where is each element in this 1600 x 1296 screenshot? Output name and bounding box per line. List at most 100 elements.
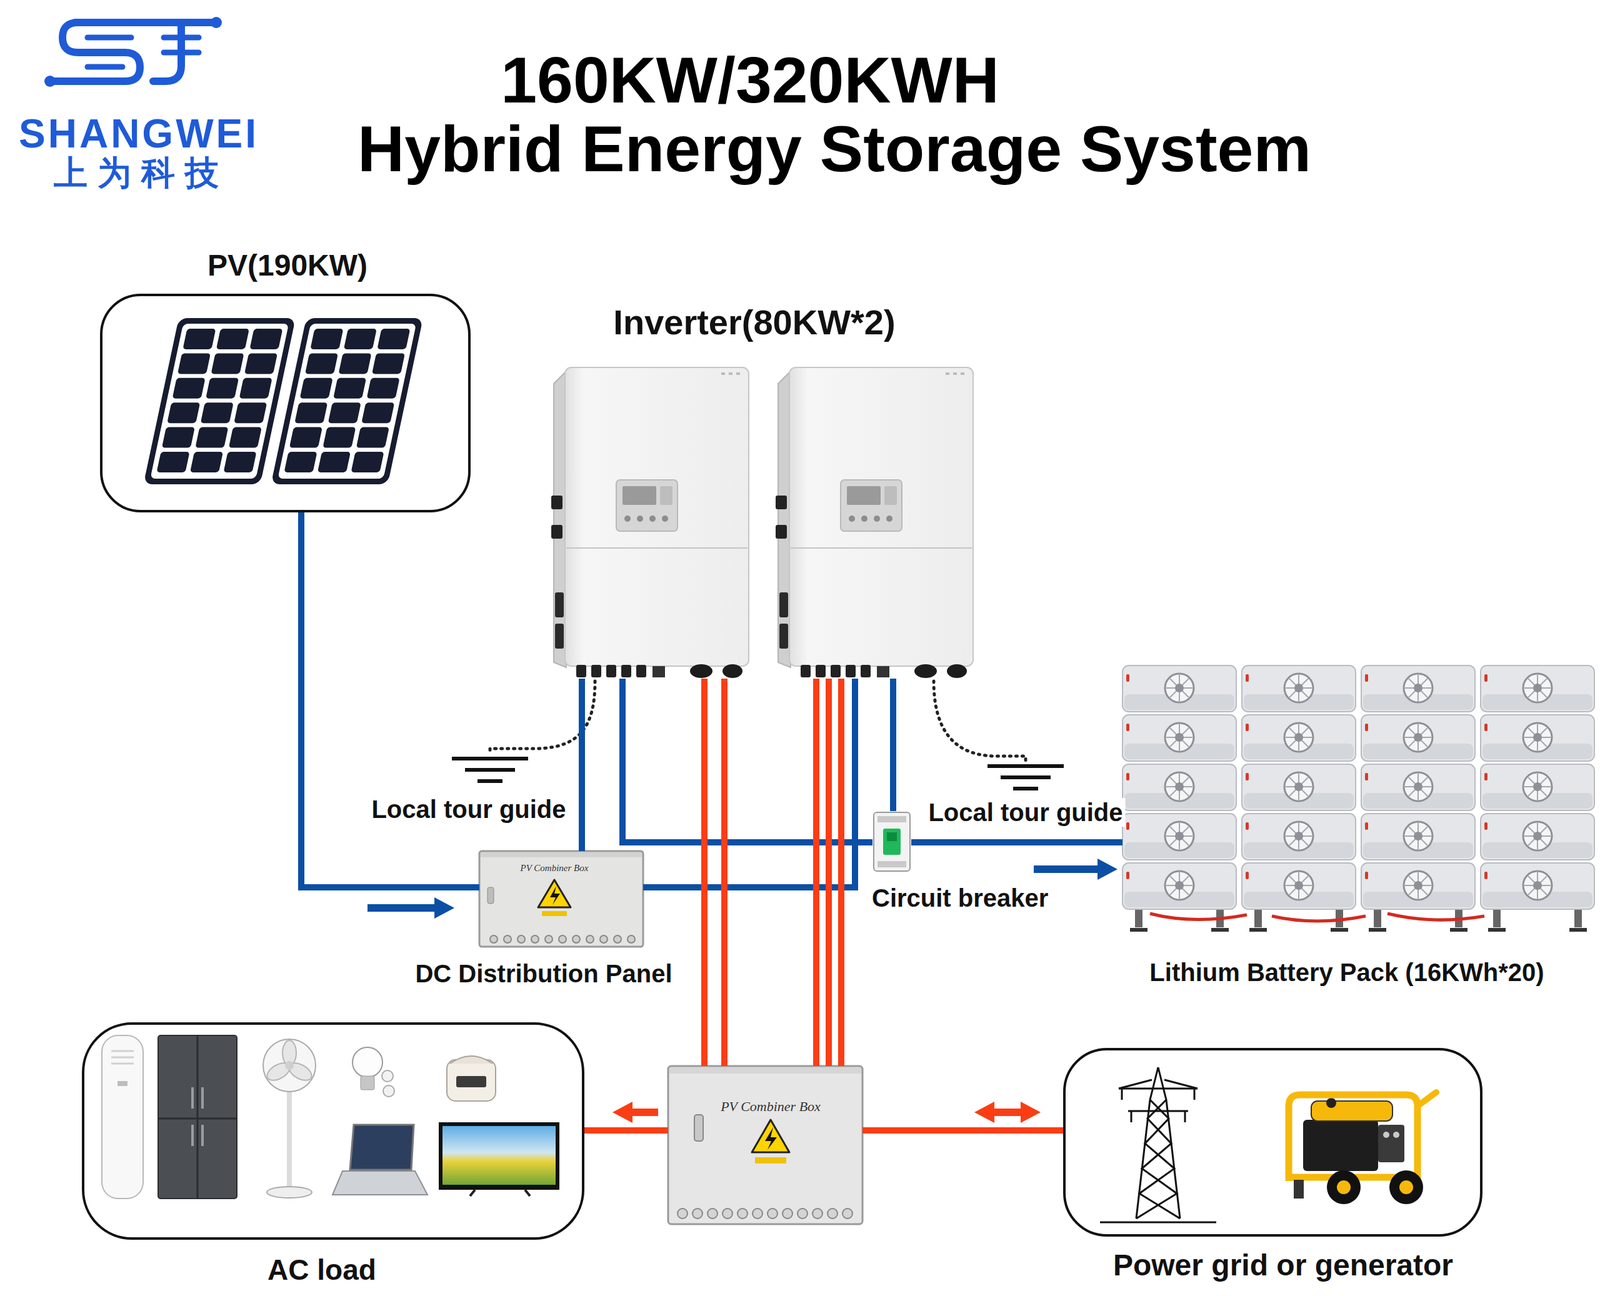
battery-rack-part <box>1122 813 1237 860</box>
refrigerator-icon-part <box>158 1035 237 1199</box>
transmission-tower-part <box>1100 1221 1217 1224</box>
refrigerator-icon-part <box>201 1125 204 1147</box>
circuit-breaker-symbol-part <box>883 828 901 855</box>
solar-panel-left <box>143 318 296 485</box>
rice-cooker-icon <box>446 1056 496 1102</box>
title-spacer <box>1084 45 1347 59</box>
light-bulb-icon <box>352 1047 395 1097</box>
dc-distribution-panel-box-part <box>572 935 580 944</box>
battery-rack-part <box>1138 910 1579 928</box>
transmission-tower-part <box>1136 1100 1180 1219</box>
laptop-icon-part <box>332 1171 428 1195</box>
generator-icon-part <box>1383 1131 1390 1139</box>
flow-arrow <box>612 1101 659 1124</box>
fan-icon-part <box>266 1186 312 1199</box>
company-logo <box>44 16 222 87</box>
inverter-heading-holder: Inverter(80KW*2) <box>610 302 898 343</box>
cable-line <box>838 678 845 1067</box>
generator-icon-part <box>1288 1095 1418 1182</box>
dc-distribution-panel-box <box>479 851 644 947</box>
inverter-group: Inverter(80KW*2) <box>551 367 975 679</box>
inverter-right <box>775 367 974 679</box>
brand-name-chinese: 上为科技 <box>53 153 229 193</box>
ac-combiner-box-part <box>707 1208 718 1219</box>
ground-symbol-right <box>987 766 1064 789</box>
box-plate-text: PV Combiner Box <box>520 863 589 874</box>
solar-panel-right <box>270 318 424 485</box>
ground-symbol-left <box>451 758 529 782</box>
dc-distribution-panel-box-part <box>541 911 567 917</box>
title-holder: 160KW/320KWH Hybrid Energy Storage Syste… <box>321 45 1347 184</box>
brand-name-chinese-holder: 上为科技 <box>53 153 229 193</box>
cable-line <box>584 1127 669 1134</box>
cable-line <box>701 678 708 1067</box>
laptop-icon-part <box>350 1125 414 1170</box>
dc-distribution-panel-box-part <box>479 851 644 947</box>
generator-icon-part <box>1326 1170 1361 1205</box>
dc-distribution-panel-box-part <box>558 935 567 944</box>
battery-rack-part <box>1361 863 1475 910</box>
generator-icon-part <box>1399 1180 1414 1195</box>
television-icon-part <box>470 1190 530 1197</box>
dc-distribution-panel-box-part <box>487 887 494 904</box>
generator-icon-part <box>1378 1125 1405 1163</box>
ac-combiner-box-part <box>694 1115 704 1142</box>
transmission-tower-part <box>1121 1088 1195 1123</box>
air-conditioner-icon-part <box>101 1035 144 1199</box>
generator-icon-part <box>1336 1180 1351 1195</box>
ac-combiner-box-part <box>767 1208 778 1219</box>
power-cable <box>622 678 894 843</box>
cable-line <box>643 678 855 888</box>
box-plate-text: PV Combiner Box <box>720 1098 821 1115</box>
battery-rack-part <box>1480 665 1595 712</box>
ac-combiner-box-part <box>827 1208 838 1219</box>
ac-combiner-box-part <box>722 1208 733 1219</box>
fan-icon-part <box>286 1091 292 1189</box>
generator-icon-part <box>1393 1131 1400 1139</box>
ac-combiner-box-part <box>765 1127 777 1150</box>
load-caption-holder: AC load <box>265 1253 379 1287</box>
circuit-breaker: Circuit breaker <box>872 811 912 873</box>
company-logo-part <box>87 64 123 70</box>
flow-arrow <box>367 897 455 919</box>
inverter-left <box>551 367 749 679</box>
battery-rack-part <box>1361 813 1475 860</box>
inverter-heading: Inverter(80KW*2) <box>610 302 898 343</box>
ground-label: Local tour guide <box>925 798 1125 827</box>
brand-name-holder: SHANGWEI <box>18 111 259 158</box>
cable-line <box>825 678 832 1067</box>
rice-cooker-icon-part <box>446 1060 496 1102</box>
refrigerator-icon-part <box>191 1087 194 1109</box>
pv-heading-holder: PV(190KW) <box>205 248 370 283</box>
battery-rack-part <box>1122 665 1237 712</box>
circuit-breaker-symbol <box>873 812 910 872</box>
dc-distribution-panel-box-part <box>490 935 498 944</box>
flow-arrow <box>1033 858 1118 880</box>
generator-icon <box>1288 1092 1437 1205</box>
refrigerator-icon <box>158 1035 237 1199</box>
ground-label-holder: Local tour guide <box>925 798 1125 827</box>
ground-wire-part <box>933 681 1026 763</box>
dc-distribution-panel-box-part <box>600 935 608 944</box>
panel-caption: DC Distribution Panel <box>412 959 675 989</box>
battery-rack-part <box>1241 665 1356 712</box>
laptop-icon <box>332 1125 428 1195</box>
ac-combiner-box-part <box>755 1157 787 1164</box>
breaker-caption-holder: Circuit breaker <box>869 883 1051 913</box>
battery-rack-part <box>1122 715 1237 762</box>
battery-rack-part <box>1480 813 1595 860</box>
ground-wire <box>490 681 1026 763</box>
power-cable <box>862 1101 1064 1131</box>
battery-rack-part <box>1150 913 1485 922</box>
transmission-tower-part <box>1118 1080 1198 1089</box>
circuit-breaker-symbol-part <box>886 832 897 842</box>
transmission-tower-part <box>1136 1067 1180 1219</box>
light-bulb-icon-part <box>383 1085 395 1097</box>
television-icon-part <box>442 1126 556 1185</box>
company-logo-part <box>163 37 199 53</box>
company-logo-part <box>210 16 222 29</box>
dc-distribution-panel-box-part <box>517 935 525 944</box>
circuit-breaker-symbol-part <box>877 861 907 868</box>
dc-distribution-panel-box-part <box>531 935 539 944</box>
